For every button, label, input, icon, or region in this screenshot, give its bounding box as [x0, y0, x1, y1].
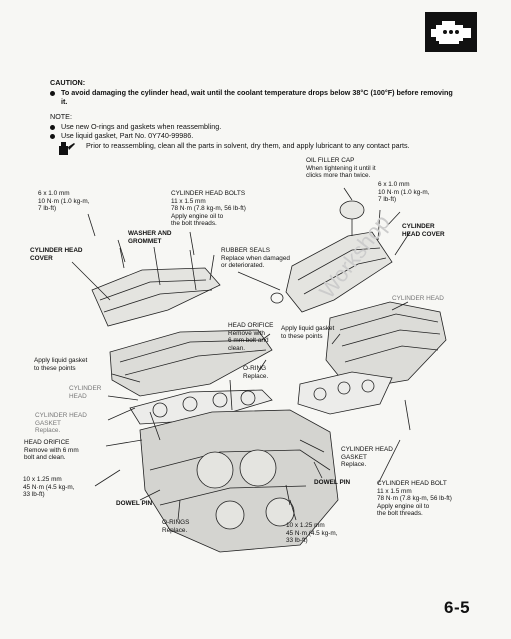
label-cylinder-head-bolt-bottom: CYLINDER HEAD BOLT 11 x 1.5 mm 78 N·m (7…: [377, 480, 452, 518]
oil-can-icon: [56, 138, 76, 158]
note-title: NOTE:: [50, 112, 72, 121]
label-cylinder-head-right: CYLINDER HEAD: [392, 295, 444, 302]
label-apply-liquid-gasket-left: Apply liquid gasket to these points: [34, 357, 88, 372]
note-text: Use new O-rings and gaskets when reassem…: [61, 122, 222, 131]
label-o-ring-mid: O-RING Replace.: [243, 365, 269, 380]
label-cylinder-head-cover-left: CYLINDER HEAD COVER: [30, 247, 83, 262]
label-cylinder-head-cover-right: CYLINDER HEAD COVER: [402, 223, 445, 238]
label-rubber-seals: RUBBER SEALS Replace when damaged or det…: [221, 247, 290, 270]
page-number: 6-5: [444, 598, 471, 617]
note-item: Use liquid gasket, Part No. 0Y740-99986.: [50, 131, 193, 140]
caution-text-cont: it.: [61, 97, 68, 106]
caution-text: To avoid damaging the cylinder head, wai…: [61, 88, 453, 97]
label-oil-filler-cap: OIL FILLER CAP When tightening it until …: [306, 157, 376, 180]
caution-title: CAUTION:: [50, 78, 86, 87]
label-apply-liquid-gasket-mid: Apply liquid gasket to these points: [281, 325, 335, 340]
label-cylinder-head-gasket-right: CYLINDER HEAD GASKET Replace.: [341, 446, 393, 469]
note-item: Use new O-rings and gaskets when reassem…: [50, 122, 221, 131]
bullet-icon: [50, 124, 55, 130]
label-cylinder-head-left: CYLINDER HEAD: [69, 385, 102, 400]
label-bolt-10x125-bottom: 10 x 1.25 mm 45 N·m (4.5 kg-m, 33 lb-ft): [286, 522, 338, 545]
engine-icon: [425, 12, 477, 52]
label-head-orifice-mid: HEAD ORIFICE Remove with 6 mm bolt and c…: [228, 322, 274, 352]
note-text: Use liquid gasket, Part No. 0Y740-99986.: [61, 131, 194, 140]
label-bolt-10x125-left: 10 x 1.25 mm 45 N·m (4.5 kg-m, 33 lb-ft): [23, 476, 75, 499]
label-o-rings-bottom: O-RINGS Replace.: [162, 519, 190, 534]
label-dowel-pin-right: DOWEL PIN: [314, 479, 351, 486]
label-bolt-6x1-right: 6 x 1.0 mm 10 N·m (1.0 kg-m, 7 lb-ft): [378, 181, 430, 204]
label-dowel-pin-left: DOWEL PIN: [116, 500, 153, 507]
bullet-icon: [50, 90, 55, 96]
label-cylinder-head-gasket-left: CYLINDER HEAD GASKET Replace.: [35, 412, 87, 435]
label-bolt-6x1-left: 6 x 1.0 mm 10 N·m (1.0 kg-m, 7 lb-ft): [38, 190, 90, 213]
bullet-icon: [50, 133, 55, 139]
label-head-orifice-left: HEAD ORIFICE Remove with 6 mm bolt and c…: [24, 439, 79, 462]
label-washer-grommet: WASHER AND GROMMET: [128, 230, 172, 245]
note-text: Prior to reassembling, clean all the par…: [86, 141, 410, 150]
caution-item: To avoid damaging the cylinder head, wai…: [50, 88, 453, 97]
label-cylinder-head-bolts: CYLINDER HEAD BOLTS 11 x 1.5 mm 78 N·m (…: [171, 190, 246, 228]
